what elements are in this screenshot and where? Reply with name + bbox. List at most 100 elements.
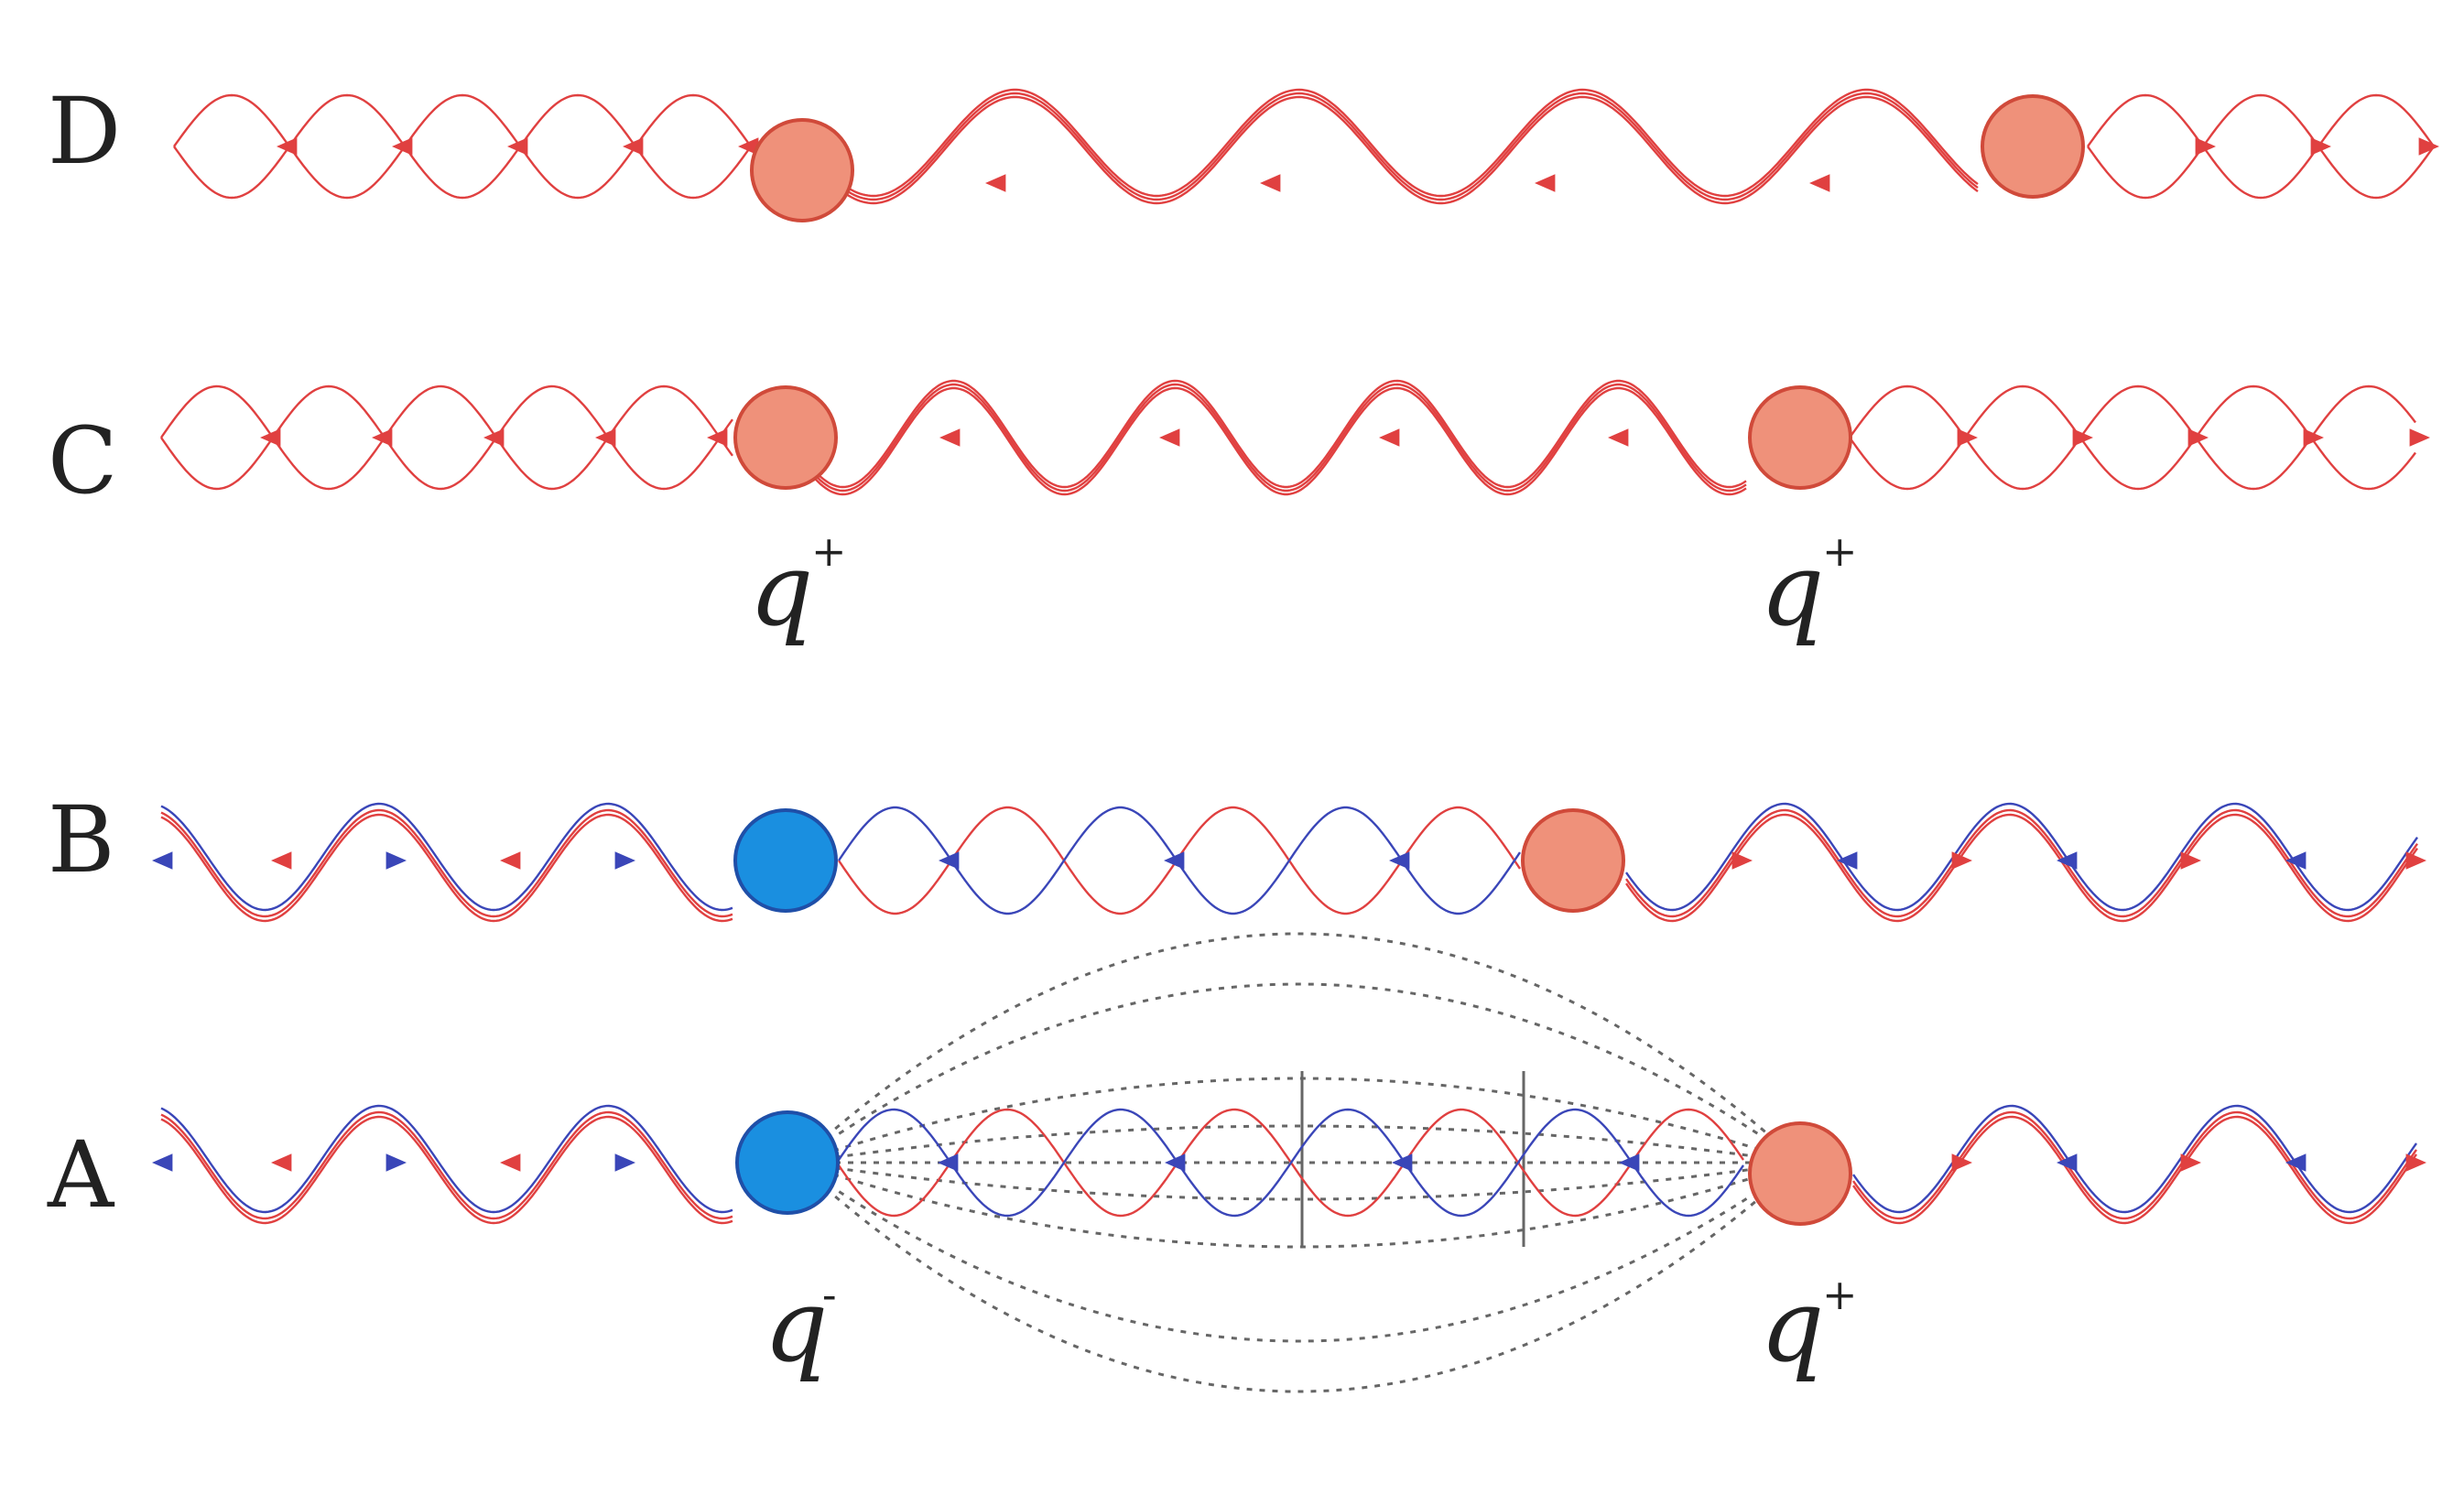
row-b-left-wave-blue-strand-0 xyxy=(160,802,733,912)
charge-label-c-left: q xyxy=(749,531,813,648)
row-b-left-arrow-2 xyxy=(385,851,407,870)
row-b-right-arrow-1 xyxy=(1837,851,1858,870)
row-d-charge-left xyxy=(750,118,854,222)
row-b-right-wave-red-strand-0 xyxy=(1625,808,2418,918)
field-line-upper-3 xyxy=(796,982,1801,1164)
row-a-middle-arrow-1 xyxy=(1165,1153,1186,1172)
row-b-right-arrow-6 xyxy=(2405,851,2426,870)
row-b-left-arrow-4 xyxy=(614,851,635,870)
row-d-left-arrow-3 xyxy=(507,137,528,156)
field-line-lower-1 xyxy=(796,1161,1801,1201)
row-a-middle-arrow-2 xyxy=(1392,1153,1413,1172)
row-c-middle-arrow-3 xyxy=(1608,428,1629,447)
row-a-left-wave-blue-strand-0 xyxy=(160,1104,733,1214)
row-d-left-arrow-5 xyxy=(738,137,759,156)
field-line-lower-4 xyxy=(795,1161,1802,1393)
row-b-right-arrow-5 xyxy=(2285,851,2307,870)
row-a-right-arrow-4 xyxy=(2405,1153,2426,1172)
charge-sign-c-right: + xyxy=(1822,526,1858,576)
row-d-middle-wave-strand-2 xyxy=(801,95,1979,205)
row-d-left-arrow-4 xyxy=(623,137,644,156)
row-c-charge-left xyxy=(733,385,838,490)
charge-label-c-right: q xyxy=(1760,531,1824,648)
flux-strings xyxy=(152,88,2439,1225)
row-a-middle-arrow-0 xyxy=(938,1153,959,1172)
quark-charges xyxy=(733,94,2085,1226)
charge-sign-c-left: + xyxy=(811,526,847,576)
row-d-middle-arrow-3 xyxy=(1809,174,1830,192)
row-c-right-arrow-1 xyxy=(2072,428,2093,447)
row-b-right-arrow-3 xyxy=(2057,851,2078,870)
row-label-b: B xyxy=(48,786,115,893)
row-d-right-loop-b-strand-0 xyxy=(2087,93,2435,200)
row-d-middle-wave-strand-0 xyxy=(801,88,1979,198)
row-c-middle-wave-strand-1 xyxy=(787,383,1747,493)
row-b-left-wave-red-strand-0 xyxy=(160,808,733,918)
row-c-left-arrow-1 xyxy=(260,428,281,447)
row-d-left-loop-a-strand-0 xyxy=(173,93,749,200)
row-a-left-arrow-4 xyxy=(614,1153,635,1172)
row-c-left-loop-b-strand-0 xyxy=(160,384,733,491)
field-line-lower-3 xyxy=(796,1161,1801,1343)
row-c-middle-wave-strand-2 xyxy=(787,386,1747,496)
charge-sign-a-left: - xyxy=(822,1270,837,1319)
row-a-right-wave-red-strand-0 xyxy=(1852,1110,2417,1220)
row-d-right-loop-a-strand-0 xyxy=(2087,93,2435,200)
field-line-upper-2 xyxy=(796,1077,1801,1164)
row-d-right-arrow-0 xyxy=(2195,137,2216,156)
charge-label-a-left: q xyxy=(764,1267,828,1384)
row-b-charge-right xyxy=(1521,808,1625,913)
row-d-middle-arrow-0 xyxy=(985,174,1006,192)
row-a-left-arrow-3 xyxy=(500,1153,521,1172)
row-a-right-arrow-2 xyxy=(2180,1153,2201,1172)
row-d-charge-right xyxy=(1981,94,2085,199)
row-a-right-wave-blue-strand-0 xyxy=(1852,1104,2417,1214)
row-c-right-loop-a-strand-0 xyxy=(1849,384,2416,491)
row-d-right-arrow-2 xyxy=(2418,137,2439,156)
row-a-middle-loop-red-strand-0 xyxy=(836,1108,1744,1218)
row-c-middle-wave-strand-0 xyxy=(787,379,1747,489)
row-a-right-arrow-1 xyxy=(2057,1153,2078,1172)
row-a-middle-loop-blue-strand-0 xyxy=(836,1108,1744,1218)
row-label-d: D xyxy=(48,78,121,185)
row-a-right-arrow-0 xyxy=(1951,1153,1972,1172)
row-d-right-arrow-1 xyxy=(2310,137,2331,156)
field-lines xyxy=(795,932,1802,1393)
row-c-middle-arrow-1 xyxy=(1159,428,1180,447)
row-d-middle-arrow-1 xyxy=(1260,174,1281,192)
row-b-middle-arrow-1 xyxy=(1164,851,1185,870)
row-d-left-loop-b-strand-0 xyxy=(173,93,749,200)
charge-sign-a-right: + xyxy=(1822,1270,1858,1319)
row-b-right-arrow-0 xyxy=(1731,851,1753,870)
row-c-right-arrow-4 xyxy=(2409,428,2430,447)
row-c-middle-arrow-2 xyxy=(1379,428,1400,447)
row-b-right-arrow-4 xyxy=(2180,851,2201,870)
row-c-left-arrow-5 xyxy=(707,428,728,447)
row-c-right-loop-b-strand-0 xyxy=(1849,384,2416,491)
row-b-middle-arrow-2 xyxy=(1389,851,1410,870)
row-c-left-loop-a-strand-0 xyxy=(160,384,733,491)
row-b-left-arrow-3 xyxy=(500,851,521,870)
row-d-left-arrow-2 xyxy=(392,137,413,156)
row-a-charge-right xyxy=(1748,1121,1852,1226)
row-c-right-arrow-0 xyxy=(1957,428,1978,447)
row-label-a: A xyxy=(47,1121,115,1229)
row-b-right-wave-blue-strand-0 xyxy=(1625,802,2418,912)
row-b-right-arrow-2 xyxy=(1951,851,1972,870)
field-line-lower-2 xyxy=(796,1161,1801,1249)
row-b-charge-left xyxy=(733,808,838,913)
row-b-left-arrow-1 xyxy=(271,851,292,870)
row-label-c: C xyxy=(48,407,118,514)
row-d-middle-wave-strand-1 xyxy=(801,92,1979,201)
row-a-right-arrow-3 xyxy=(2285,1153,2307,1172)
row-b-right-wave-red-strand-1 xyxy=(1625,813,2418,923)
row-a-left-wave-red-strand-0 xyxy=(160,1110,733,1220)
row-a-charge-left xyxy=(735,1110,840,1215)
row-c-charge-right xyxy=(1748,385,1852,490)
field-line-upper-4 xyxy=(795,932,1802,1164)
charge-label-a-right: q xyxy=(1760,1267,1824,1384)
row-a-left-arrow-2 xyxy=(385,1153,407,1172)
row-a-left-arrow-0 xyxy=(152,1153,173,1172)
row-a-left-wave-red-strand-1 xyxy=(160,1115,733,1225)
